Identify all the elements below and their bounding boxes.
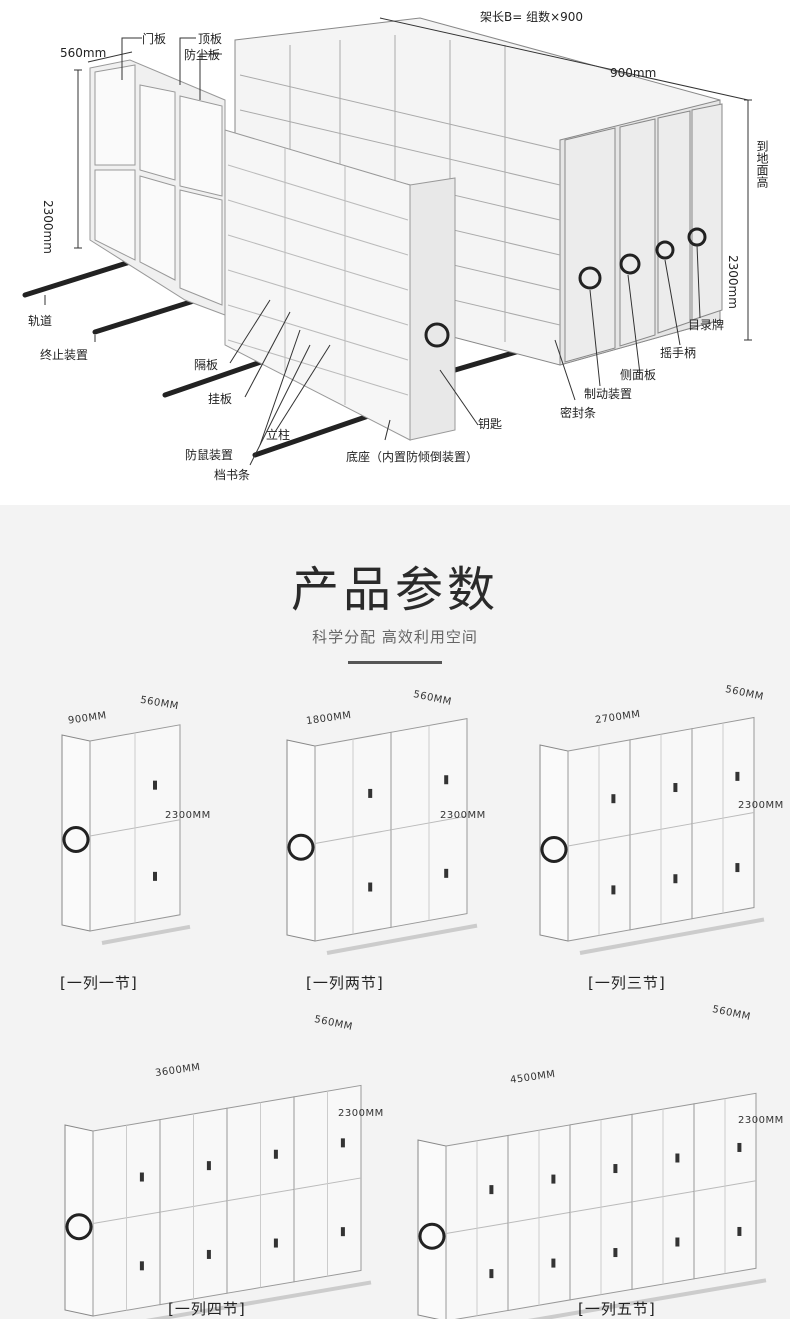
lock-icon xyxy=(489,1269,494,1279)
front-open-section xyxy=(224,129,456,441)
lock-icon xyxy=(340,1138,345,1148)
lock-icon xyxy=(340,1227,345,1237)
cabinet-variant-2 xyxy=(286,718,478,955)
base-rail xyxy=(326,923,478,955)
door-label: 门板 xyxy=(142,32,167,46)
cabinet-variant-4 xyxy=(64,1084,372,1319)
base-label: 底座（内置防倾倒装置） xyxy=(346,450,479,464)
dust-panel-label: 防尘板 xyxy=(184,48,221,62)
anti-rat-label: 防鼠装置 xyxy=(185,448,234,462)
dimension-lines xyxy=(74,17,752,341)
handwheel-icon xyxy=(65,1213,93,1241)
lock-icon xyxy=(735,771,740,781)
lock-icon xyxy=(206,1249,211,1259)
stop-device-label: 终止装置 xyxy=(40,348,89,362)
lock-icon xyxy=(206,1161,211,1171)
column-label: 立柱 xyxy=(266,428,291,442)
lock-icon xyxy=(368,788,373,798)
exploded-diagram: 架长B= 组数×900 900mm 560mm 2300mm 2300mm 门板… xyxy=(0,0,790,505)
lock-icon xyxy=(611,794,616,804)
key-label: 钥匙 xyxy=(478,417,503,431)
base-rail xyxy=(101,924,191,945)
front-handwheel xyxy=(424,322,450,348)
lock-icon xyxy=(551,1174,556,1184)
lock-icon xyxy=(673,783,678,793)
hanging-board-label: 挂板 xyxy=(208,392,233,406)
lock-icon xyxy=(153,780,157,790)
lock-icon xyxy=(489,1185,494,1195)
variant-5-height: 2300MM xyxy=(738,1115,784,1126)
book-stop-label: 档书条 xyxy=(214,468,251,482)
variant-1-height: 2300MM xyxy=(165,810,211,821)
handle-label: 摇手柄 xyxy=(660,346,697,360)
depth-label: 560mm xyxy=(60,46,107,60)
side-panels xyxy=(564,103,723,363)
lock-icon xyxy=(613,1248,618,1258)
base-rail xyxy=(527,1278,767,1319)
handwheel-icon xyxy=(418,1222,446,1250)
lock-icon xyxy=(737,1226,742,1236)
handwheel-icon xyxy=(287,833,315,861)
lock-icon xyxy=(675,1237,680,1247)
variant-2-height: 2300MM xyxy=(440,810,486,821)
seal-label: 密封条 xyxy=(560,406,597,420)
section-title: 产品参数 xyxy=(290,562,499,618)
handwheel-icon xyxy=(540,836,568,863)
section-subtitle: 科学分配 高效利用空间 xyxy=(312,628,478,646)
lock-icon xyxy=(273,1149,278,1159)
handwheel-icon xyxy=(62,826,90,853)
variant-5-caption: [一列五节] xyxy=(578,1300,656,1318)
lock-icon xyxy=(139,1261,144,1271)
variant-1-caption: [一列一节] xyxy=(60,974,138,992)
rails xyxy=(22,259,543,458)
lock-icon xyxy=(153,871,157,881)
door-cabinet xyxy=(89,59,226,316)
side-panel-label: 侧面板 xyxy=(620,368,657,382)
lock-icon xyxy=(368,882,373,892)
lock-icon xyxy=(737,1142,742,1152)
lock-icon xyxy=(139,1172,144,1182)
lock-icon xyxy=(551,1258,556,1268)
unit-width-label: 900mm xyxy=(610,66,657,80)
variant-3-caption: [一列三节] xyxy=(588,974,666,992)
title-divider xyxy=(348,661,442,664)
brake-label: 制动装置 xyxy=(584,387,633,401)
width-formula-label: 架长B= 组数×900 xyxy=(480,10,584,24)
lock-icon xyxy=(444,868,449,878)
base-rail xyxy=(145,1280,372,1319)
shelf-label: 隔板 xyxy=(194,358,219,372)
base-rail xyxy=(579,917,765,955)
variant-4-height: 2300MM xyxy=(338,1108,384,1119)
cabinet-variant-3 xyxy=(539,716,765,955)
lock-icon xyxy=(673,874,678,884)
lock-icon xyxy=(613,1164,618,1174)
front-shelf-lines xyxy=(227,148,409,405)
cabinet-variant-1 xyxy=(61,724,191,945)
lock-icon xyxy=(444,775,449,785)
track-label: 轨道 xyxy=(28,314,53,328)
shelving-illustration xyxy=(22,17,752,466)
lock-icon xyxy=(273,1238,278,1248)
to-floor-label: 到地面高 xyxy=(755,140,769,188)
variant-3-height: 2300MM xyxy=(738,800,784,811)
cabinet-variant-5 xyxy=(417,1092,767,1319)
lock-icon xyxy=(611,885,616,895)
catalog-card-label: 目录牌 xyxy=(688,318,725,332)
leader-lines xyxy=(44,37,701,466)
lock-icon xyxy=(675,1153,680,1163)
side-panel xyxy=(417,1139,447,1319)
variant-2-caption: [一列两节] xyxy=(306,974,384,992)
top-panel-label: 顶板 xyxy=(198,32,223,46)
variant-4-caption: [一列四节] xyxy=(168,1300,246,1318)
lock-icon xyxy=(735,863,740,873)
